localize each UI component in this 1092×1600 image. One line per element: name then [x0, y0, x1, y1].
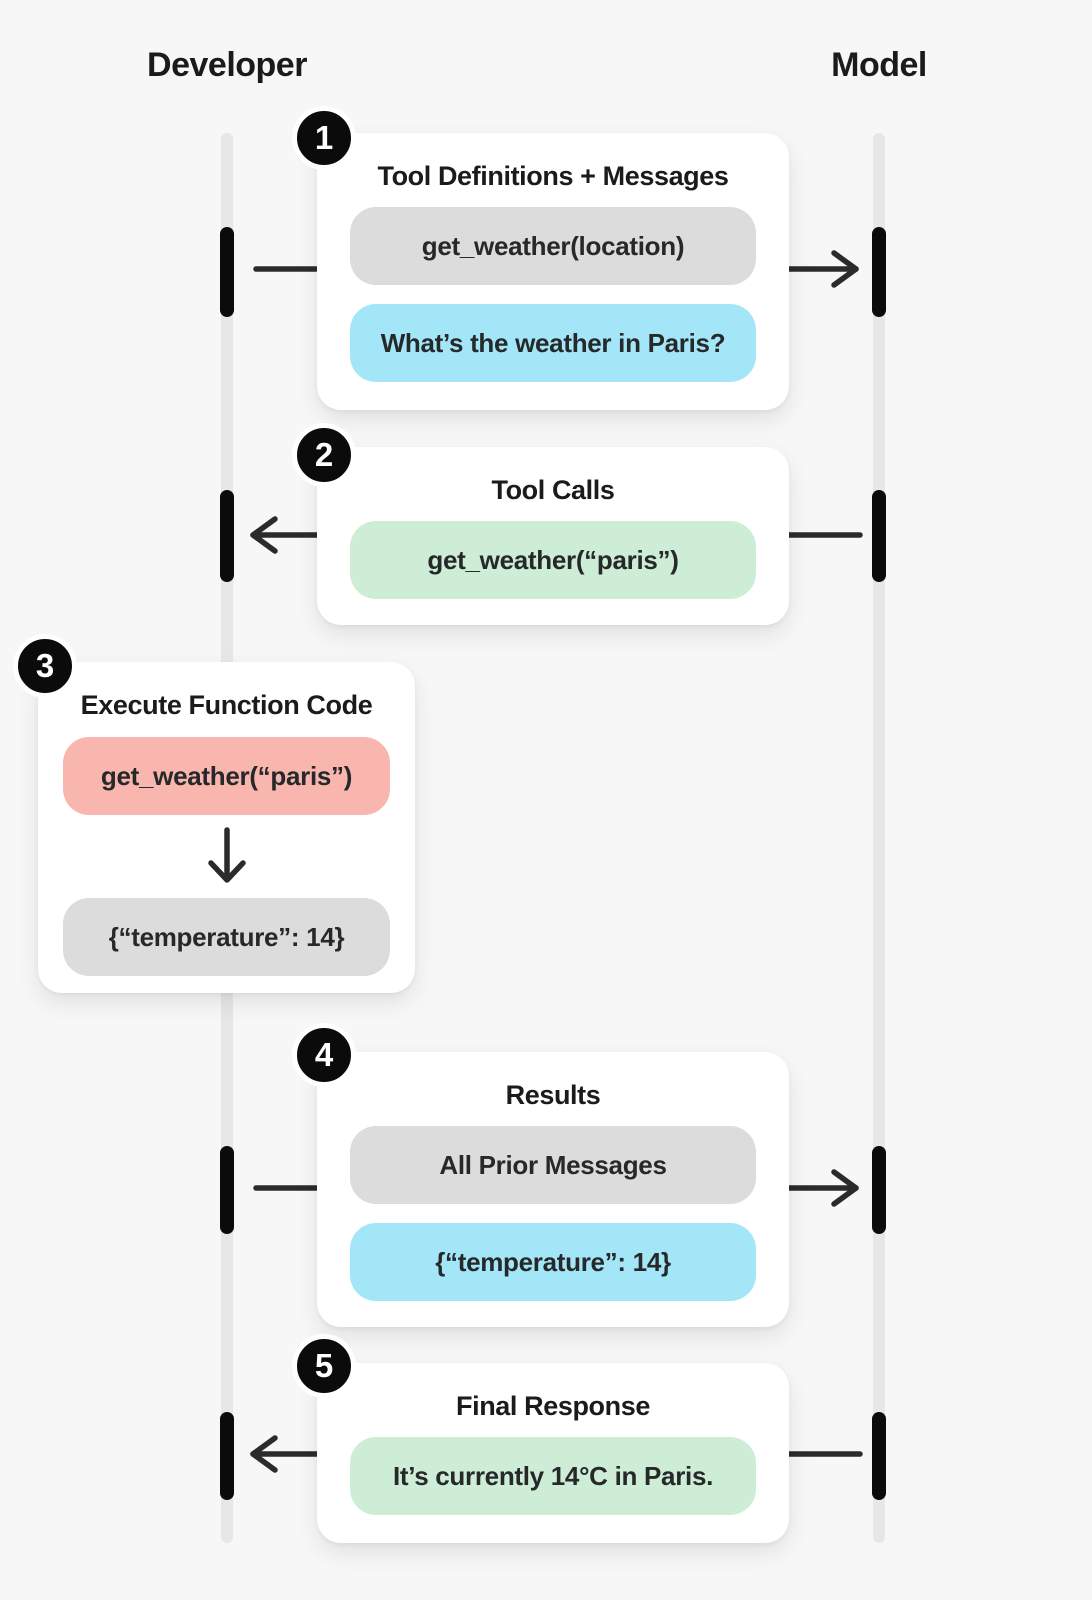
tool-definition-pill: get_weather(location) — [350, 207, 756, 285]
step-title: Tool Definitions + Messages — [377, 161, 729, 191]
step-number-badge: 5 — [292, 1334, 356, 1398]
step-title: Tool Calls — [491, 475, 615, 505]
arrow-right-icon — [786, 247, 859, 296]
developer-activation-bar-step1 — [220, 227, 234, 317]
developer-activation-bar-step5 — [220, 1412, 234, 1500]
step-number-badge: 2 — [292, 423, 356, 487]
result-message-pill: {“temperature”: 14} — [350, 1223, 756, 1301]
model-activation-bar-step1 — [872, 227, 886, 317]
step3-card: Execute Function Code get_weather(“paris… — [38, 662, 415, 993]
prior-messages-pill: All Prior Messages — [350, 1126, 756, 1204]
step-number-badge: 3 — [13, 634, 77, 698]
arrow-down-icon — [38, 827, 415, 883]
step-title: Execute Function Code — [80, 690, 373, 720]
step5-connector-right-segment — [786, 1432, 863, 1481]
tool-call-pill: get_weather(“paris”) — [350, 521, 756, 599]
final-response-pill: It’s currently 14°C in Paris. — [350, 1437, 756, 1515]
step-title: Results — [505, 1080, 601, 1110]
step-number-badge: 1 — [292, 106, 356, 170]
arrow-left-icon — [250, 513, 321, 562]
actor-label-model: Model — [831, 46, 927, 84]
function-result-pill: {“temperature”: 14} — [63, 898, 390, 976]
step1-connector-left-segment — [253, 247, 319, 296]
user-message-pill: What’s the weather in Paris? — [350, 304, 756, 382]
model-activation-bar-step5 — [872, 1412, 886, 1500]
step5-card: Final Response It’s currently 14°C in Pa… — [317, 1363, 789, 1543]
step4-connector-left-segment — [253, 1166, 319, 1215]
step1-card: Tool Definitions + Messages get_weather(… — [317, 133, 789, 410]
step2-connector-right-segment — [786, 513, 863, 562]
arrow-right-icon — [786, 1166, 859, 1215]
actor-label-developer: Developer — [147, 46, 307, 84]
model-activation-bar-step2 — [872, 490, 886, 582]
step2-card: Tool Calls get_weather(“paris”) — [317, 447, 789, 625]
developer-activation-bar-step4 — [220, 1146, 234, 1234]
step-number-badge: 4 — [292, 1023, 356, 1087]
model-activation-bar-step4 — [872, 1146, 886, 1234]
step-title: Final Response — [456, 1391, 650, 1421]
arrow-left-icon — [250, 1432, 321, 1481]
developer-activation-bar-step2 — [220, 490, 234, 582]
function-call-pill: get_weather(“paris”) — [63, 737, 390, 815]
model-lifeline — [873, 133, 885, 1543]
step4-card: Results All Prior Messages {“temperature… — [317, 1052, 789, 1327]
